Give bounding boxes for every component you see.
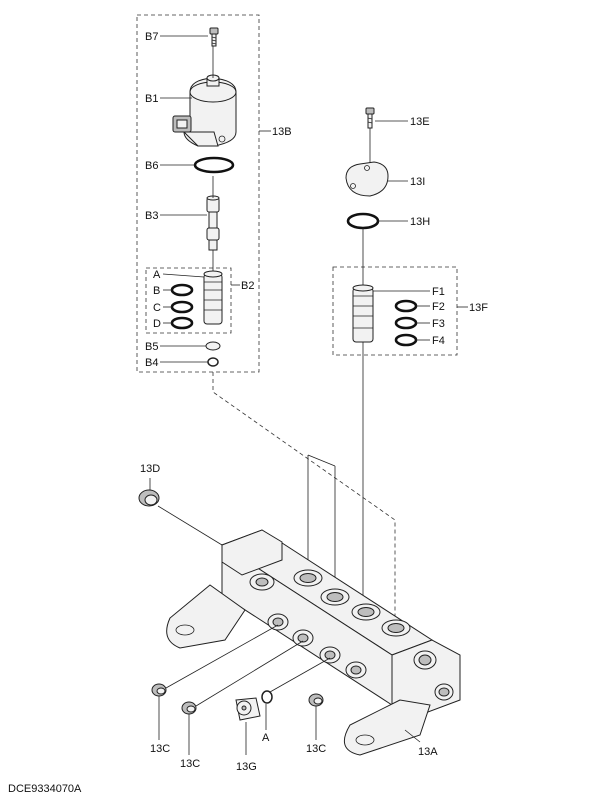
bolt-B7 xyxy=(209,27,219,47)
plug-13C-3 xyxy=(308,693,324,707)
label-F4: F4 xyxy=(432,335,445,347)
label-B5: B5 xyxy=(145,341,158,353)
label-13I: 13I xyxy=(410,176,425,188)
solenoid-B1 xyxy=(172,74,237,147)
o-ring-F4 xyxy=(394,333,418,347)
sleeve-B2 xyxy=(203,270,223,325)
o-ring-B xyxy=(170,283,194,297)
label-F1: F1 xyxy=(432,286,445,298)
plug-13C-2 xyxy=(181,701,197,715)
valve-body-13A xyxy=(166,529,461,756)
label-13A: 13A xyxy=(418,746,438,758)
label-B1: B1 xyxy=(145,93,158,105)
label-F3: F3 xyxy=(432,318,445,330)
label-13C-1: 13C xyxy=(150,743,170,755)
label-A-upper: A xyxy=(153,269,161,281)
o-ring-B6 xyxy=(193,156,235,174)
cover-13I xyxy=(345,161,389,197)
plug-13D xyxy=(138,489,160,507)
o-ring-D xyxy=(170,316,194,330)
group-box-13B xyxy=(136,14,260,373)
spool-B3 xyxy=(206,195,220,251)
bolt-13E xyxy=(365,107,375,129)
label-13D: 13D xyxy=(140,463,160,475)
label-13C-2: 13C xyxy=(180,758,200,770)
o-ring-C xyxy=(170,300,194,314)
label-B4: B4 xyxy=(145,357,158,369)
label-13E: 13E xyxy=(410,116,430,128)
label-13C-3: 13C xyxy=(306,743,326,755)
label-13G: 13G xyxy=(236,761,257,773)
label-B6: B6 xyxy=(145,160,158,172)
disk-B5 xyxy=(205,341,221,351)
o-ring-13H xyxy=(346,212,380,230)
label-B3: B3 xyxy=(145,210,158,222)
label-F2: F2 xyxy=(432,301,445,313)
sleeve-13F xyxy=(352,284,374,343)
plug-13C-1 xyxy=(151,683,167,697)
label-B2: B2 xyxy=(241,280,254,292)
label-13B: 13B xyxy=(272,126,292,138)
o-ring-A-lower xyxy=(261,690,273,704)
group-box-13F xyxy=(332,266,458,356)
o-ring-F2 xyxy=(394,299,418,313)
label-B: B xyxy=(153,285,160,297)
group-box-B2 xyxy=(145,267,232,334)
plug-13G xyxy=(235,697,261,721)
label-C: C xyxy=(153,302,161,314)
drawing-code: DCE9334070A xyxy=(8,783,82,795)
label-A-lower: A xyxy=(262,732,270,744)
label-13F: 13F xyxy=(469,302,488,314)
label-D: D xyxy=(153,318,161,330)
o-ring-F3 xyxy=(394,316,418,330)
label-B7: B7 xyxy=(145,31,158,43)
ring-B4 xyxy=(207,357,219,367)
label-13H: 13H xyxy=(410,216,430,228)
